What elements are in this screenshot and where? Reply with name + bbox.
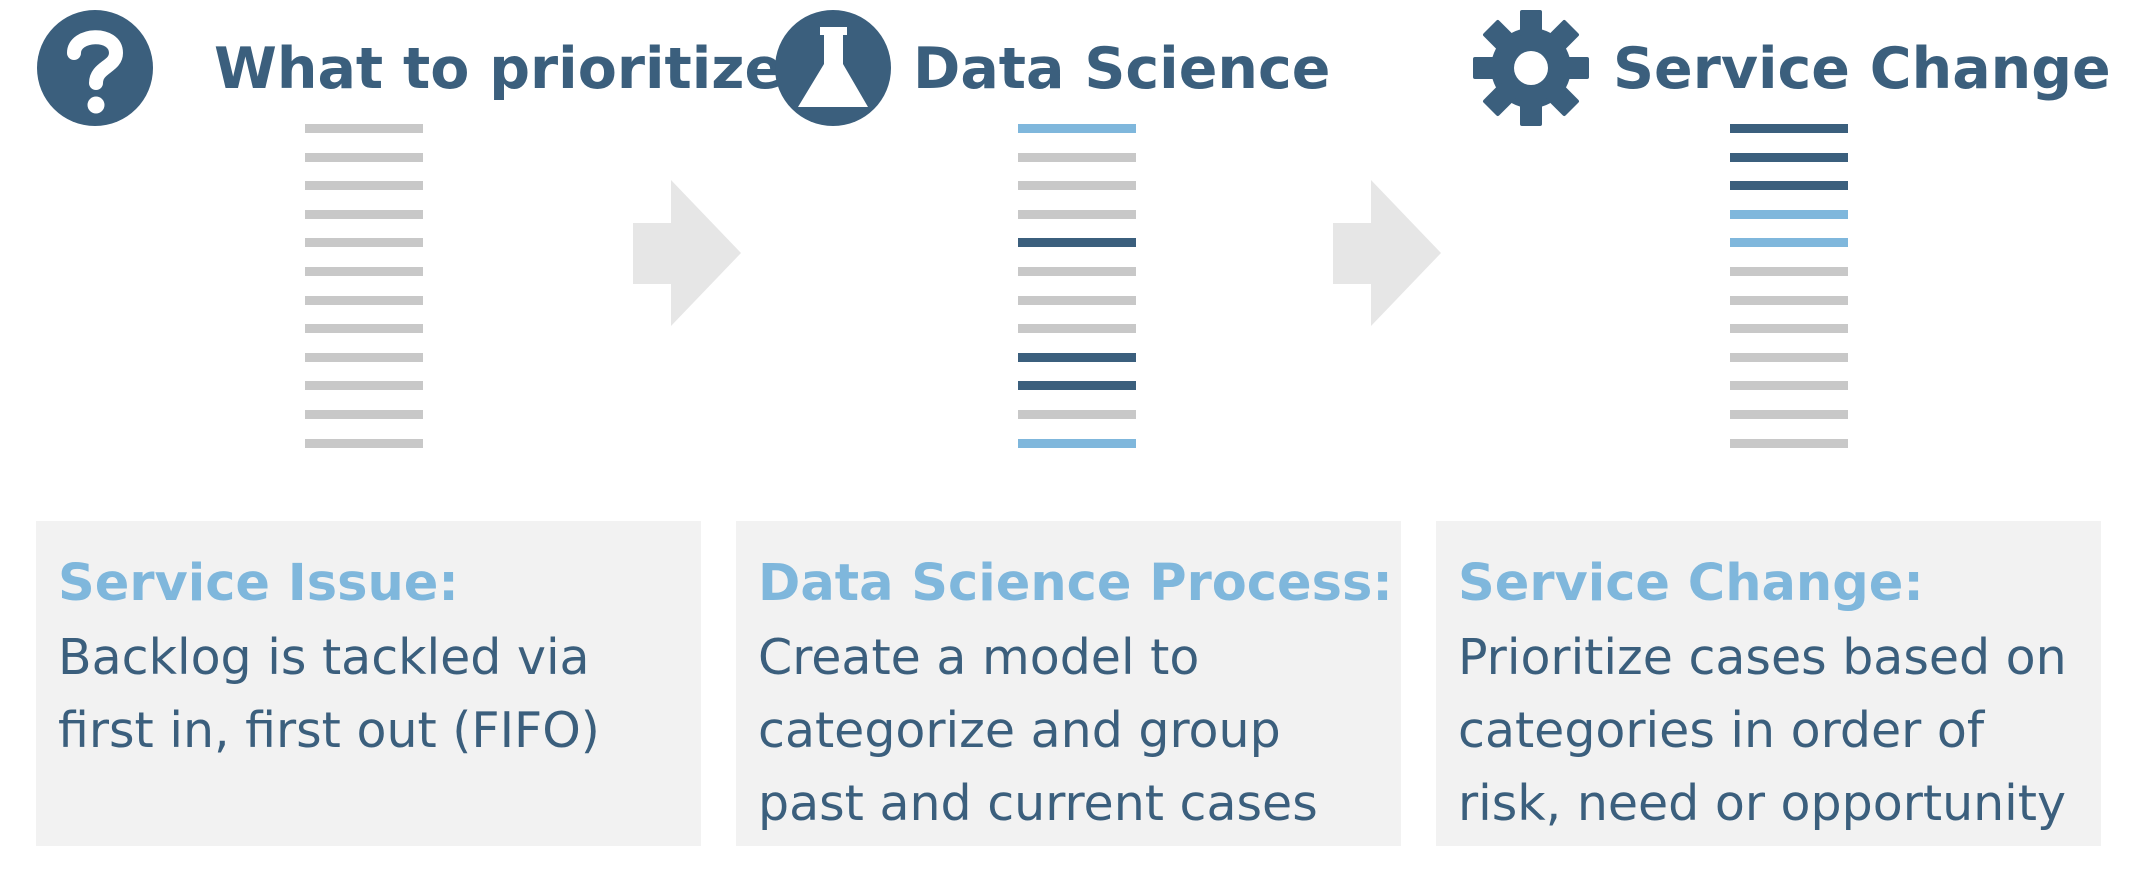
case-bar-dark — [1018, 381, 1136, 390]
case-bar-gray — [305, 210, 423, 219]
case-bar-gray — [305, 267, 423, 276]
right-arrow-icon — [1333, 180, 1441, 326]
card-body: Backlog is tackled via first in, first o… — [58, 621, 679, 767]
case-bar-gray — [1730, 353, 1848, 362]
case-bar-dark — [1018, 353, 1136, 362]
case-bar-gray — [305, 353, 423, 362]
card-body: Prioritize cases based on categories in … — [1458, 621, 2079, 840]
case-stack-fifo — [305, 124, 423, 454]
column-title-data-science: Data Science — [913, 36, 1331, 102]
case-bar-gray — [305, 410, 423, 419]
case-bar-gray — [305, 238, 423, 247]
data-science-process-card: Data Science Process: Create a model to … — [736, 521, 1401, 846]
card-line: Create a model to — [758, 629, 1200, 686]
case-bar-dark — [1018, 238, 1136, 247]
case-bar-gray — [1018, 410, 1136, 419]
case-bar-gray — [1730, 324, 1848, 333]
case-bar-gray — [1018, 324, 1136, 333]
case-bar-light — [1730, 238, 1848, 247]
case-bar-light — [1730, 210, 1848, 219]
right-arrow-icon — [633, 180, 741, 326]
service-change-card: Service Change: Prioritize cases based o… — [1436, 521, 2101, 846]
flask-icon — [775, 10, 891, 126]
case-bar-light — [1018, 124, 1136, 133]
card-line: categories in order of — [1458, 702, 1985, 759]
service-issue-card: Service Issue: Backlog is tackled via fi… — [36, 521, 701, 846]
card-line: risk, need or opportunity — [1458, 775, 2067, 832]
case-bar-dark — [1730, 181, 1848, 190]
card-body: Create a model to categorize and group p… — [758, 621, 1379, 840]
case-bar-gray — [1730, 410, 1848, 419]
card-line: Prioritize cases based on — [1458, 629, 2067, 686]
card-heading: Service Change: — [1458, 554, 1924, 613]
case-bar-gray — [305, 181, 423, 190]
case-bar-gray — [1730, 267, 1848, 276]
gear-icon — [1473, 10, 1589, 126]
case-bar-gray — [1018, 153, 1136, 162]
case-bar-gray — [305, 324, 423, 333]
case-bar-gray — [1730, 381, 1848, 390]
column-title-service-change: Service Change — [1613, 36, 2111, 102]
case-bar-gray — [305, 296, 423, 305]
case-stack-prioritized — [1730, 124, 1848, 454]
card-line: categorize and group — [758, 702, 1281, 759]
card-heading: Data Science Process: — [758, 554, 1393, 613]
case-stack-model — [1018, 124, 1136, 454]
case-bar-gray — [1018, 267, 1136, 276]
case-bar-light — [1018, 439, 1136, 448]
case-bar-gray — [1018, 210, 1136, 219]
card-heading: Service Issue: — [58, 554, 459, 613]
case-bar-gray — [305, 439, 423, 448]
column-title-prioritize: What to prioritize? — [214, 36, 817, 102]
case-bar-dark — [1730, 153, 1848, 162]
case-bar-gray — [305, 153, 423, 162]
card-line: past and current cases — [758, 775, 1318, 832]
card-line: Backlog is tackled via — [58, 629, 590, 686]
case-bar-gray — [1730, 296, 1848, 305]
case-bar-gray — [1018, 181, 1136, 190]
question-mark-icon — [37, 10, 153, 126]
case-bar-gray — [305, 381, 423, 390]
case-bar-gray — [1730, 439, 1848, 448]
case-bar-gray — [1018, 296, 1136, 305]
case-bar-gray — [305, 124, 423, 133]
case-bar-dark — [1730, 124, 1848, 133]
card-line: first in, first out (FIFO) — [58, 702, 600, 759]
